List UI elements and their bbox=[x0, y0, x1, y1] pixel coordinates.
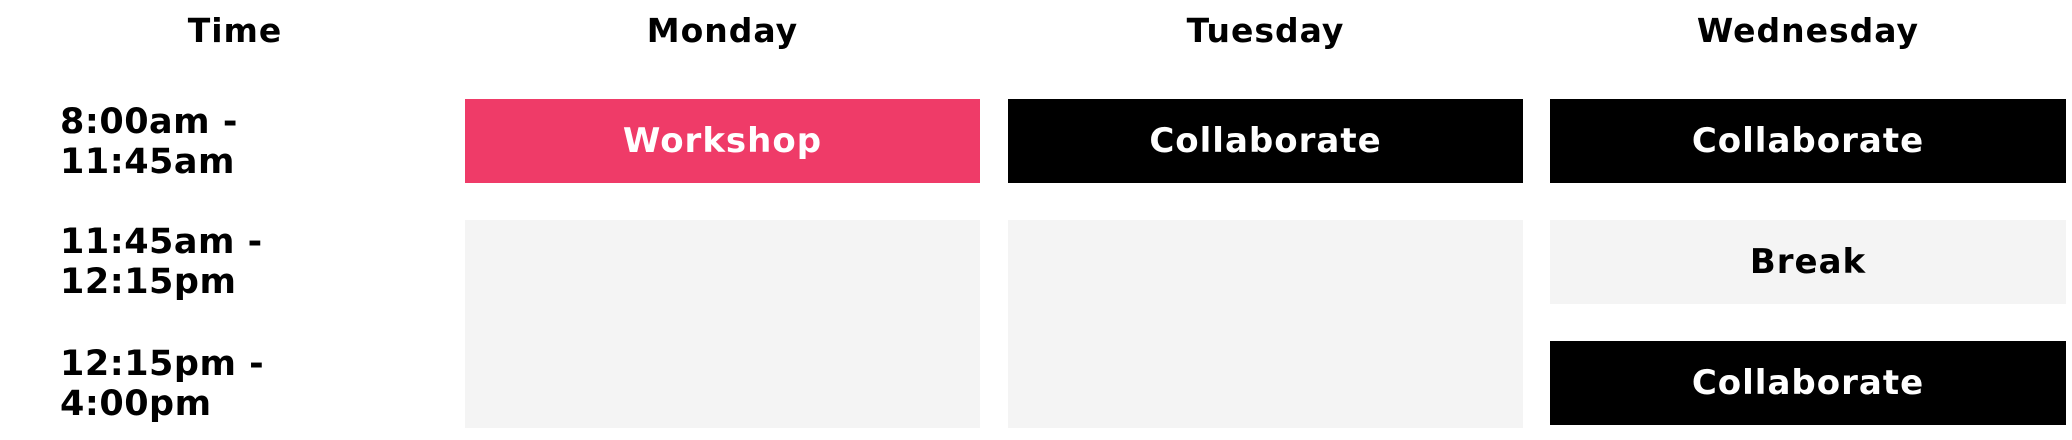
session-tuesday-empty bbox=[1008, 220, 1523, 428]
time-slot-2: 11:45am - 12:15pm bbox=[60, 222, 263, 302]
time-slot-3: 12:15pm - 4:00pm bbox=[60, 344, 265, 424]
session-wednesday-collaborate-afternoon[interactable]: Collaborate bbox=[1550, 341, 2066, 425]
session-tuesday-collaborate[interactable]: Collaborate bbox=[1008, 99, 1523, 183]
header-monday: Monday bbox=[646, 10, 799, 50]
header-wednesday: Wednesday bbox=[1696, 10, 1920, 50]
session-wednesday-collaborate-morning[interactable]: Collaborate bbox=[1550, 99, 2066, 183]
header-tuesday: Tuesday bbox=[1186, 10, 1345, 50]
header-time: Time bbox=[187, 10, 283, 50]
session-monday-empty bbox=[465, 220, 980, 428]
session-monday-workshop[interactable]: Workshop bbox=[465, 99, 980, 183]
session-wednesday-break[interactable]: Break bbox=[1550, 220, 2066, 304]
time-slot-1: 8:00am - 11:45am bbox=[60, 102, 238, 182]
